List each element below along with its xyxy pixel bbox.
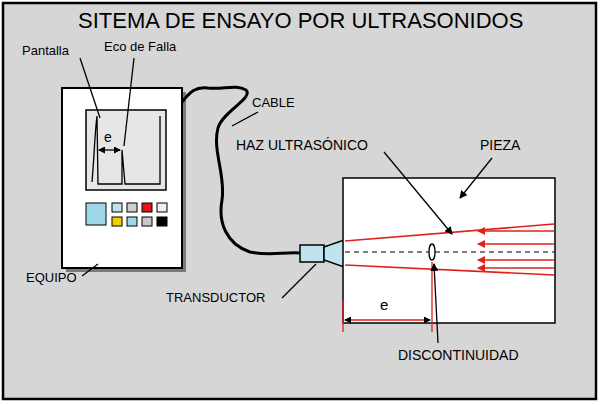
- dimension-label: e: [380, 297, 388, 314]
- diagram-title: SITEMA DE ENSAYO POR ULTRASONIDOS: [78, 9, 523, 33]
- dimension-label: e: [103, 130, 113, 145]
- part-label: Pantalla: [22, 44, 69, 58]
- part-label: HAZ ULTRASÓNICO: [236, 138, 368, 153]
- part-label: EQUIPO: [26, 271, 77, 285]
- part-label: DISCONTINUIDAD: [398, 348, 519, 363]
- part-label: Eco de Falla: [104, 40, 176, 54]
- part-label: PIEZA: [480, 138, 520, 153]
- part-label: CABLE: [252, 96, 295, 110]
- part-label: TRANSDUCTOR: [166, 291, 265, 305]
